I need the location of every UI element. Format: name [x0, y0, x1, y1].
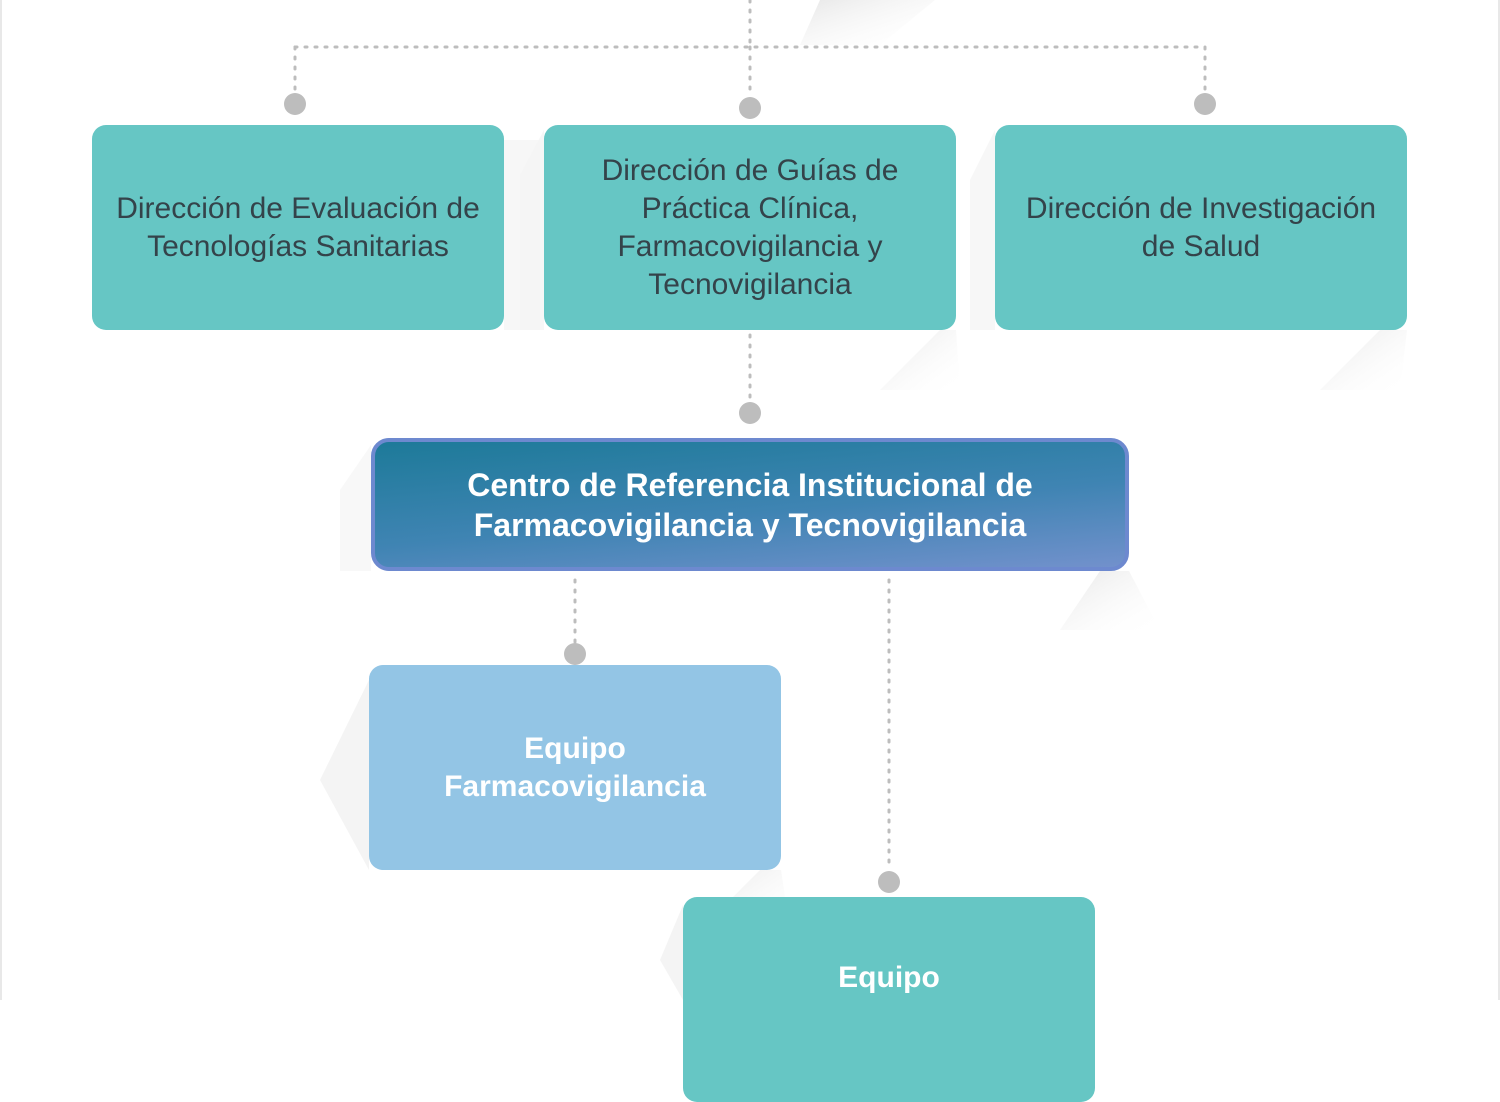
- connector-dot-centro: [739, 402, 761, 424]
- connector-dot-evaluacion: [284, 93, 306, 115]
- node-direccion-investigacion: Dirección de Investigación de Salud: [995, 125, 1407, 330]
- shadow-guias: [880, 330, 960, 390]
- node-label: Dirección de Evaluación de Tecnologías S…: [116, 191, 480, 263]
- node-label: Dirección de Guías de Práctica Clínica, …: [601, 153, 899, 301]
- node-label: Equipo Farmacovigilancia: [444, 731, 706, 803]
- connector-dot-guias: [739, 97, 761, 119]
- connector-dot-investigacion: [1194, 93, 1216, 115]
- connector-dot-tecno: [878, 871, 900, 893]
- node-equipo-farmacovigilancia: Equipo Farmacovigilancia: [369, 665, 781, 870]
- shadow-investigacion-left: [970, 130, 995, 330]
- node-centro-referencia: Centro de Referencia Institucional de Fa…: [371, 438, 1129, 571]
- connector-dot-farma: [564, 643, 586, 665]
- frame-left-edge: [0, 0, 2, 1000]
- node-label: Dirección de Investigación de Salud: [1025, 191, 1377, 263]
- node-label: Centro de Referencia Institucional de Fa…: [467, 466, 1033, 543]
- shadow-farma-left: [320, 680, 369, 870]
- shadow-guias-left: [520, 130, 544, 330]
- node-label: Equipo: [838, 961, 940, 994]
- shadow-tecno-left: [660, 905, 683, 1000]
- node-direccion-guias: Dirección de Guías de Práctica Clínica, …: [544, 125, 956, 330]
- shadow-centro-left: [340, 445, 371, 571]
- shadow-centro: [1060, 571, 1160, 630]
- shadow-top: [800, 0, 935, 45]
- shadow-investigacion: [1320, 330, 1407, 390]
- frame-right-edge: [1498, 0, 1500, 1000]
- node-direccion-evaluacion: Dirección de Evaluación de Tecnologías S…: [92, 125, 504, 330]
